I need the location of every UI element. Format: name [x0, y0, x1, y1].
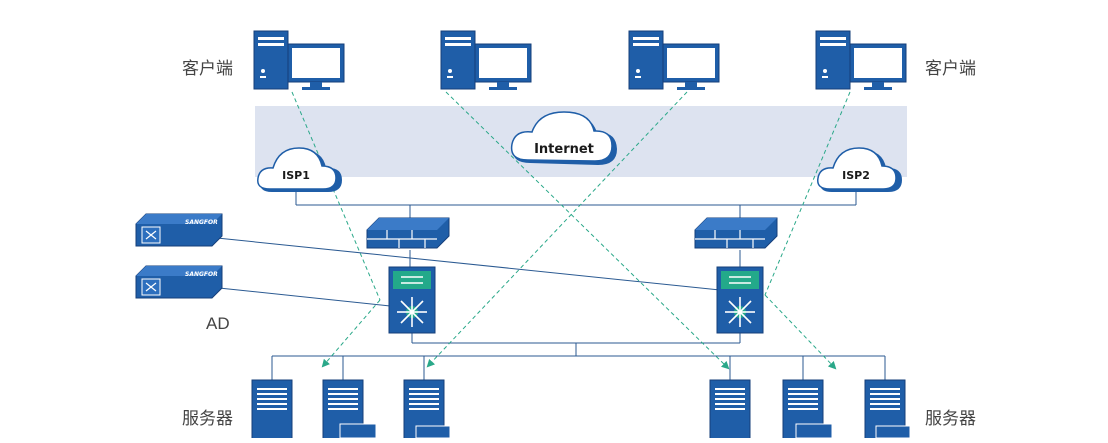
client-label-right: 客户端: [925, 59, 976, 79]
core-switch-right-icon: [716, 266, 764, 334]
client-pc-2-icon: [440, 30, 532, 91]
server-label-left: 服务器: [182, 409, 233, 429]
appliance-brand-bottom: SANGFOR: [185, 271, 218, 278]
server-label-right: 服务器: [925, 409, 976, 429]
internet-cloud-icon: [510, 111, 617, 165]
server-4-icon: [709, 379, 751, 441]
core-switch-left-icon: [388, 266, 436, 334]
ad-label: AD: [206, 314, 230, 333]
isp1-cloud-icon: [257, 147, 342, 192]
isp2-label: ISP2: [842, 169, 870, 182]
appliance-brand-top: SANGFOR: [185, 219, 218, 226]
client-pc-1-icon: [253, 30, 345, 91]
client-label-left: 客户端: [182, 59, 233, 79]
isp2-cloud-icon: [817, 147, 902, 192]
firewall-right-icon: [694, 217, 778, 249]
traffic-paths: [291, 91, 851, 370]
firewall-left-icon: [366, 217, 450, 249]
client-pc-4-icon: [815, 30, 907, 91]
server-1-icon: [251, 379, 293, 441]
client-pc-3-icon: [628, 30, 720, 91]
internet-label: Internet: [534, 142, 594, 157]
wan-links: [216, 192, 886, 380]
isp1-label: ISP1: [282, 169, 310, 182]
